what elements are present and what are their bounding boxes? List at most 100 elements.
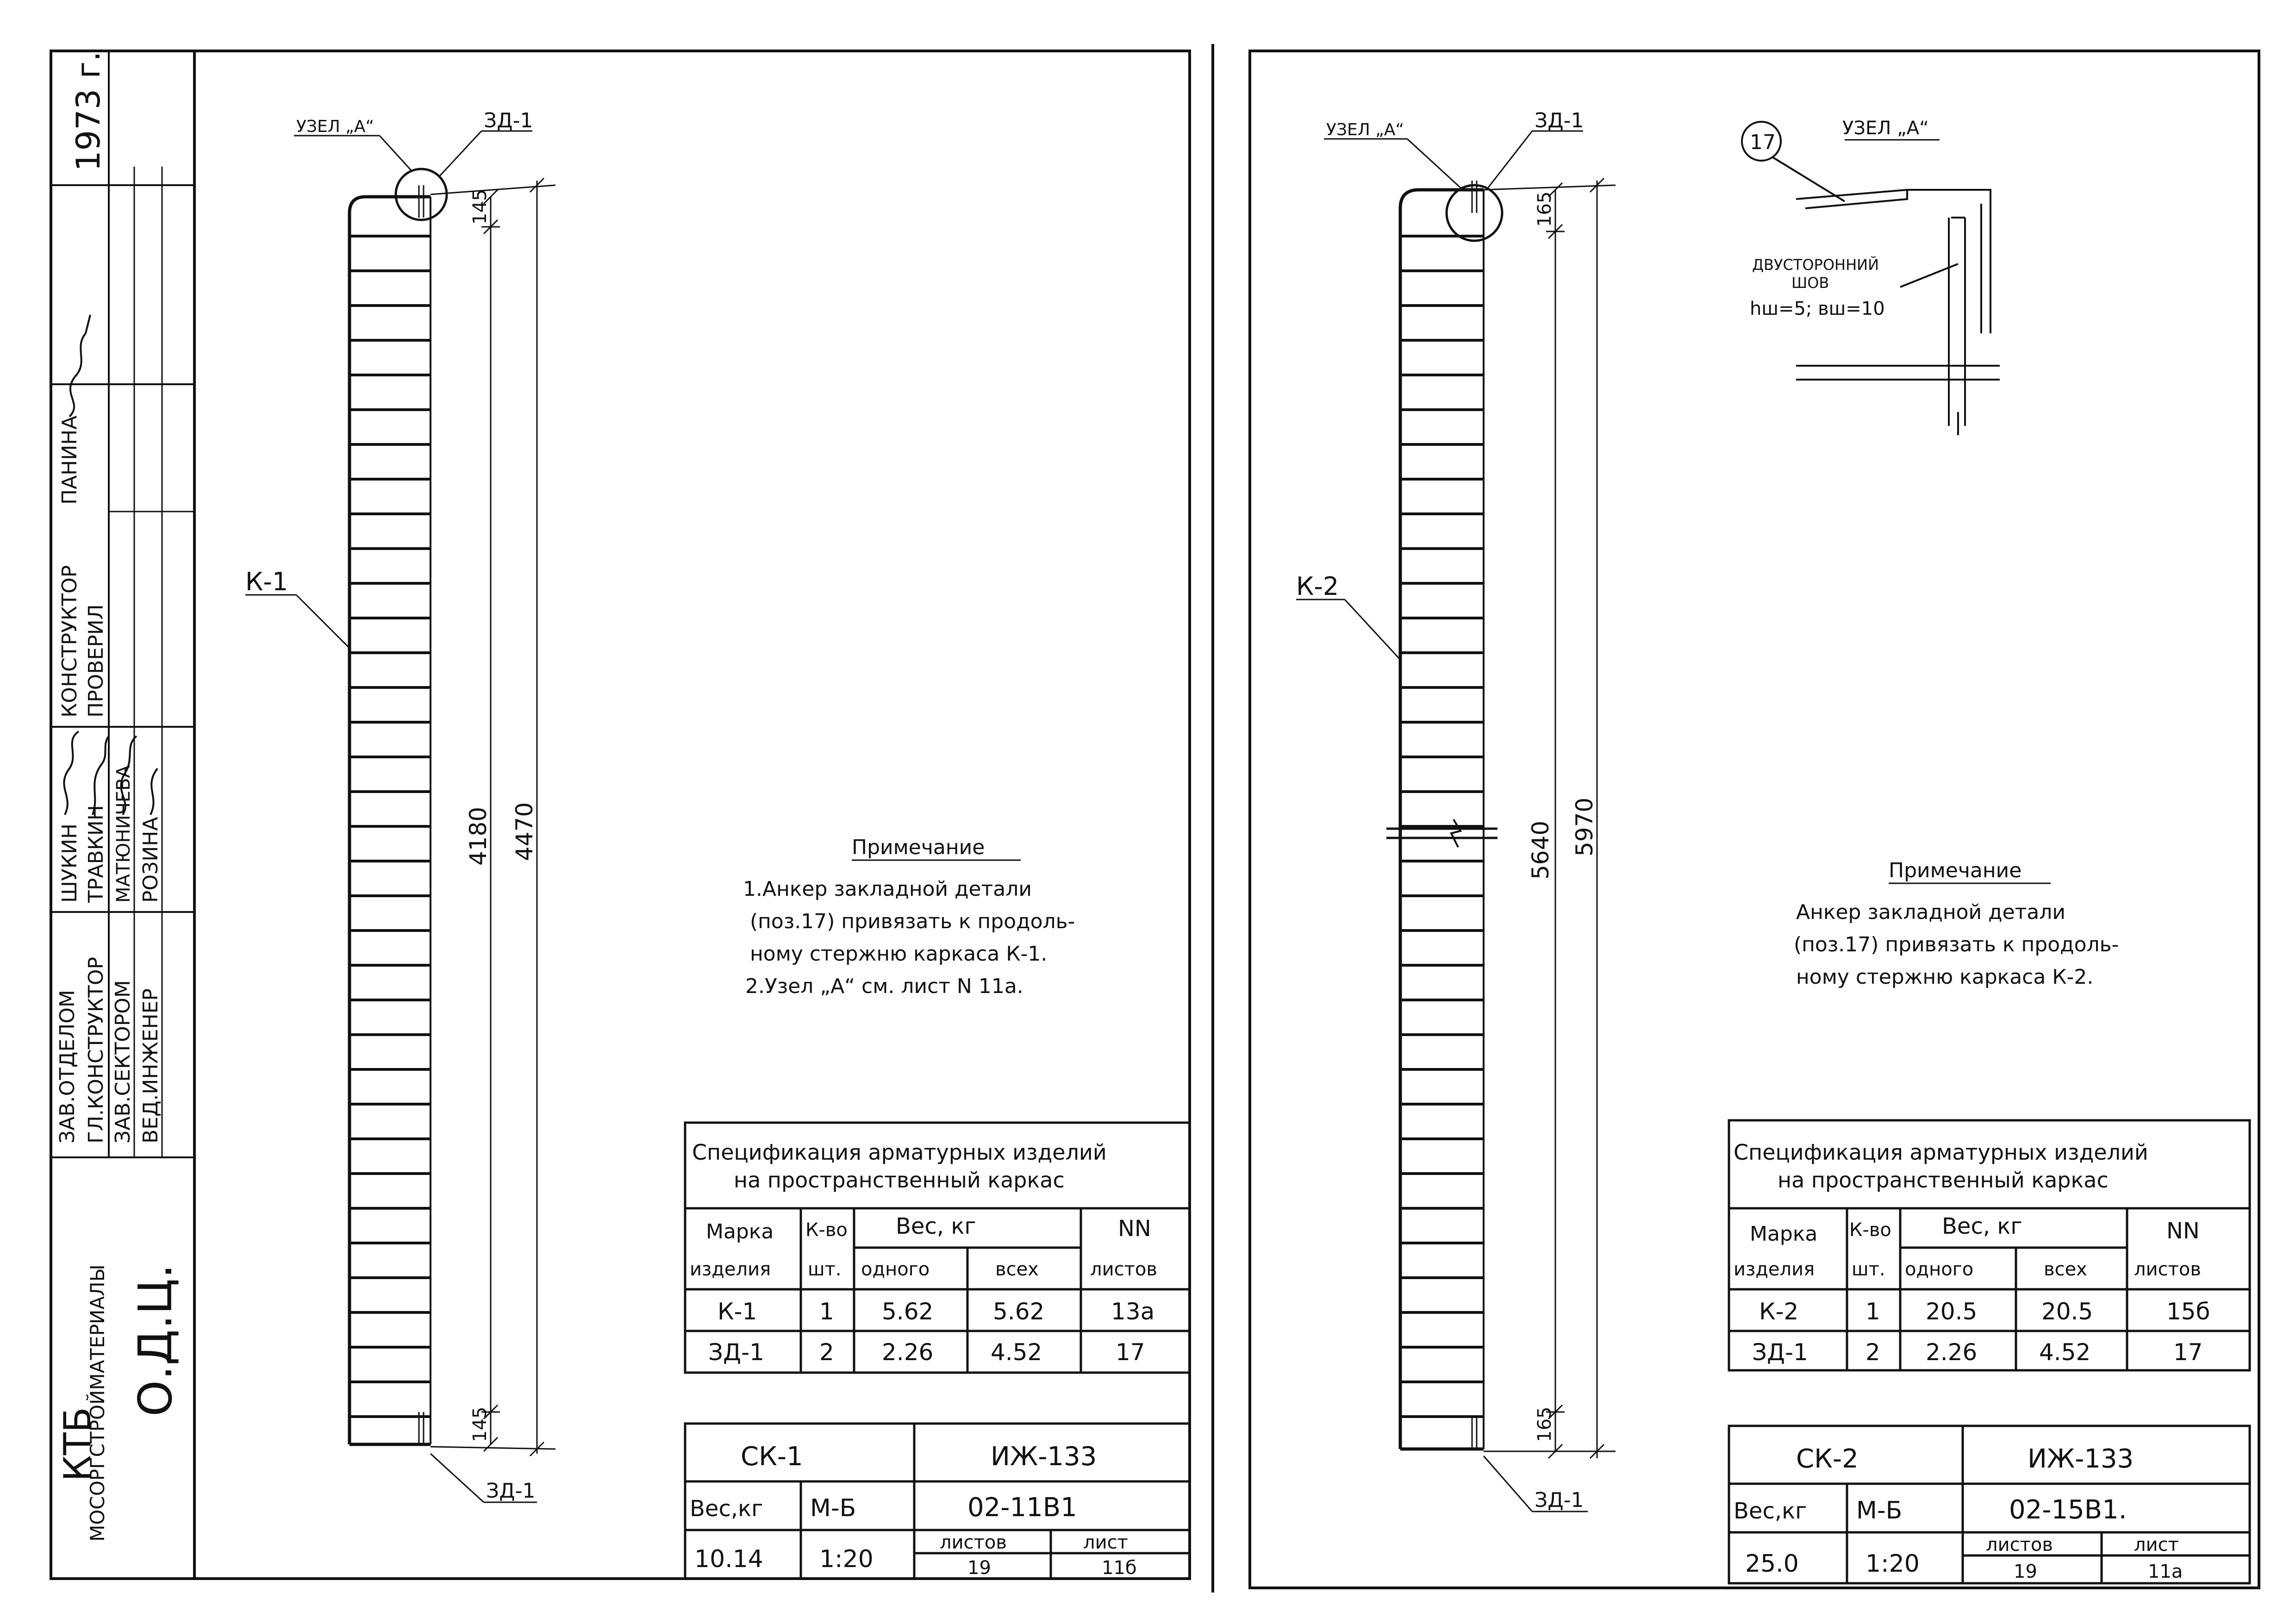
weld-line-2: ШОВ <box>1791 274 1829 292</box>
row-2-sheet: 17 <box>1116 1339 1145 1366</box>
name-matyunicheva: МАТЮНИЧЕВА <box>113 765 134 903</box>
hdr-sheets-1: NN <box>2166 1218 2200 1244</box>
note-line-2: (поз.17) привязать к продоль- <box>1794 933 2119 956</box>
stamp-mark: СК-1 <box>741 1442 803 1472</box>
embed-top-label: ЗД-1 <box>484 109 533 132</box>
hdr-qty-1: К-во <box>805 1219 848 1241</box>
note-line-4: 2.Узел „А“ см. лист N 11а. <box>745 974 1023 998</box>
name-rozina: РОЗИНА <box>139 817 162 903</box>
row-2-mark: ЗД-1 <box>708 1339 764 1366</box>
note-line-1: Анкер закладной детали <box>1796 900 2065 924</box>
row-2-sheet: 17 <box>2173 1339 2203 1366</box>
hdr-one: одного <box>861 1259 930 1280</box>
row-1-mark: К-2 <box>1759 1298 1798 1325</box>
stamp-weight-label: Вес,кг <box>690 1496 763 1522</box>
frame-k2-drawing <box>1386 181 1504 1451</box>
row-1-all: 20.5 <box>2041 1298 2093 1325</box>
hdr-qty-1: К-во <box>1849 1219 1891 1241</box>
row-2-qty: 2 <box>1866 1339 1880 1366</box>
stamp-sheets-label: листов <box>940 1532 1007 1553</box>
spec-title-2: на пространственный каркас <box>1778 1168 2109 1193</box>
row-2-all: 4.52 <box>2039 1339 2090 1366</box>
node-a-detail: 17 УЗЕЛ „А“ ДВУСТОРОННИЙ ШОВ hш=5; вш=10 <box>1741 118 2000 435</box>
stamp-sheet-label: лист <box>1083 1532 1128 1553</box>
year: 1973 г. <box>69 51 107 171</box>
name-panina: ПАНИНА <box>58 416 81 505</box>
stamp-drawing: 02-15В1. <box>2009 1495 2127 1525</box>
right-panel: 165 165 5640 5970 УЗЕЛ „А“ ЗД-1 К-2 ЗД-1… <box>1248 50 2260 1589</box>
title-block: 1973 г. ЗАВ.ОТДЕЛОМ ГЛ.КОНСТРУКТОР ЗАВ.С… <box>50 44 1214 1593</box>
hdr-one: одного <box>1905 1259 1973 1280</box>
detail-pos-number: 17 <box>1750 131 1776 154</box>
role-lead-engineer: ВЕД.ИНЖЕНЕР <box>139 988 162 1143</box>
role-head-of-dept: ЗАВ.ОТДЕЛОМ <box>56 990 79 1143</box>
row-1-one: 20.5 <box>1926 1298 1977 1325</box>
signatures <box>63 314 158 816</box>
hdr-mark-2: изделия <box>690 1259 771 1280</box>
dim-top-165: 165 <box>1534 192 1555 227</box>
doc-code: О.Д.Ц. <box>128 1264 182 1417</box>
org-ktb: КТБ <box>56 1407 99 1481</box>
left-panel: 145 145 4180 4470 УЗЕЛ „А“ ЗД-1 К-1 ЗД-1… <box>193 50 1191 1580</box>
stamp-sheets: 19 <box>967 1557 991 1579</box>
callouts-right <box>1296 130 1588 1512</box>
stamp-sheet: 11б <box>1102 1557 1137 1579</box>
dimension-lines-left <box>430 177 556 1457</box>
dim-4180: 4180 <box>465 807 492 866</box>
row-2-qty: 2 <box>819 1339 834 1366</box>
row-2-one: 2.26 <box>1926 1339 1977 1366</box>
note-line-3: ному стержню каркаса К-1. <box>750 942 1047 966</box>
stamp-weight: 25.0 <box>1745 1550 1799 1578</box>
hdr-sheets-1: NN <box>1118 1216 1151 1242</box>
row-1-mark: К-1 <box>718 1298 757 1325</box>
hdr-all: всех <box>995 1259 1039 1280</box>
stamp-scale: 1:20 <box>819 1545 873 1573</box>
row-2-mark: ЗД-1 <box>1752 1339 1808 1366</box>
row-1-qty: 1 <box>819 1298 834 1325</box>
frame-k2-label: К-2 <box>1296 572 1339 601</box>
row-1-sheet: 15б <box>2166 1298 2210 1325</box>
note-line-3: ному стержню каркаса К-2. <box>1796 965 2093 989</box>
stamp-sheet: 11а <box>2148 1561 2183 1582</box>
stamp-series: ИЖ-133 <box>991 1442 1097 1472</box>
spec-title-1: Спецификация арматурных изделий <box>1734 1140 2148 1165</box>
spec-table-right: Спецификация арматурных изделий на прост… <box>1728 1119 2251 1372</box>
hdr-sheets-2: листов <box>1090 1259 1157 1280</box>
role-checked: ПРОВЕРИЛ <box>84 604 108 718</box>
row-2-all: 4.52 <box>991 1339 1042 1366</box>
note-left: Примечание 1.Анкер закладной детали (поз… <box>743 836 1075 998</box>
note-right: Примечание Анкер закладной детали (поз.1… <box>1794 859 2119 989</box>
hdr-sheets-2: листов <box>2134 1259 2201 1280</box>
frame-k1-label: К-1 <box>245 567 288 596</box>
embed-bottom-label: ЗД-1 <box>1535 1488 1584 1512</box>
hdr-mark-1: Марка <box>706 1220 774 1243</box>
node-a-label: УЗЕЛ „А“ <box>296 117 374 136</box>
embed-top-label: ЗД-1 <box>1535 109 1584 132</box>
row-1-all: 5.62 <box>993 1298 1044 1325</box>
note-title: Примечание <box>852 836 985 859</box>
role-designer: КОНСТРУКТОР <box>58 565 81 718</box>
dim-bottom-165: 165 <box>1534 1407 1555 1442</box>
row-1-qty: 1 <box>1866 1298 1880 1325</box>
dim-5970: 5970 <box>1571 798 1598 856</box>
stamp-sheets-label: листов <box>1986 1534 2053 1555</box>
stamp-left: СК-1 ИЖ-133 Вес,кг М-Б 02-11В1 10.14 1:2… <box>684 1422 1191 1580</box>
spec-title-1: Спецификация арматурных изделий <box>692 1140 1107 1165</box>
spec-title-2: на пространственный каркас <box>734 1168 1065 1193</box>
role-chief-designer: ГЛ.КОНСТРУКТОР <box>84 957 108 1143</box>
frame-k1-drawing <box>348 168 448 1446</box>
row-1-one: 5.62 <box>882 1298 933 1325</box>
role-head-of-sector: ЗАВ.СЕКТОРОМ <box>111 980 135 1143</box>
detail-title: УЗЕЛ „А“ <box>1842 118 1929 139</box>
hdr-qty-2: шт. <box>1852 1259 1885 1280</box>
stamp-drawing: 02-11В1 <box>967 1493 1077 1523</box>
dim-bottom-145: 145 <box>469 1407 491 1442</box>
node-a-label: УЗЕЛ „А“ <box>1326 120 1404 139</box>
dim-5640: 5640 <box>1527 821 1554 880</box>
embed-bottom-label: ЗД-1 <box>486 1479 535 1503</box>
stamp-weight-label: Вес,кг <box>1734 1498 1807 1524</box>
stamp-concrete: М-Б <box>1856 1497 1902 1524</box>
spec-table-left: Спецификация арматурных изделий на прост… <box>684 1121 1191 1374</box>
row-1-sheet: 13а <box>1111 1298 1154 1325</box>
